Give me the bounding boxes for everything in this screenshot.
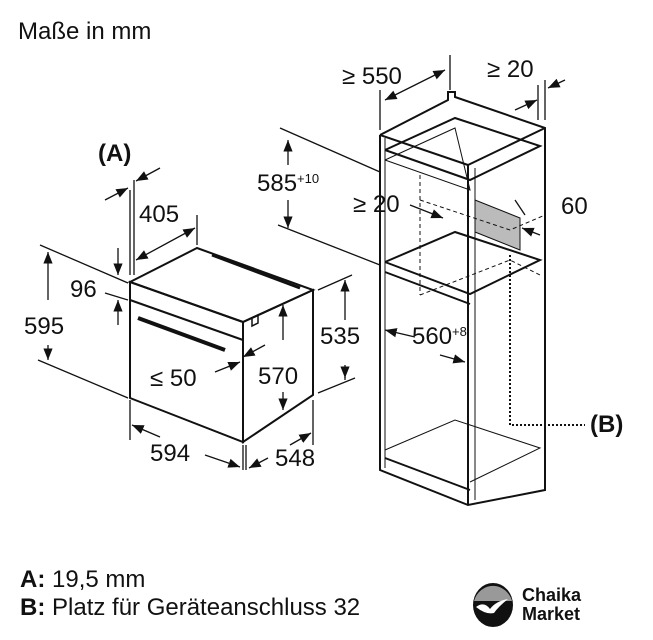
dim-60: 60: [561, 193, 588, 220]
dim-570: 570: [258, 363, 299, 390]
label-a: (A): [98, 140, 132, 167]
label-b: (B): [590, 411, 624, 438]
dim-560: 560+8: [412, 323, 467, 350]
diagram-title: Maße in mm: [18, 18, 152, 45]
dim-594: 594: [150, 440, 191, 467]
dim-ge-20-top: ≥ 20: [487, 56, 534, 83]
dim-585: 585+10: [257, 170, 320, 197]
dim-ge-20-mid: ≥ 20: [353, 191, 400, 218]
dim-595: 595: [24, 313, 65, 340]
seagull-logo-icon: [473, 583, 513, 627]
cabinet-drawing: [379, 91, 546, 507]
legend-b: B: Platz für Geräteanschluss 32: [20, 594, 361, 621]
cabinet-dashed: [419, 175, 585, 426]
dim-548: 548: [275, 445, 316, 472]
dim-535: 535: [320, 323, 361, 350]
dim-405: 405: [139, 201, 180, 228]
oven-dimension-lines: [37, 167, 356, 470]
chaika-market-logo: Chaika Market: [470, 581, 640, 631]
legend-a: A: 19,5 mm: [20, 566, 146, 593]
dim-le-50: ≤ 50: [150, 365, 197, 392]
dim-96: 96: [70, 276, 97, 303]
cabinet-dimension-lines: [277, 55, 566, 364]
oven-drawing: [127, 246, 316, 444]
dim-ge-550: ≥ 550: [342, 63, 402, 90]
